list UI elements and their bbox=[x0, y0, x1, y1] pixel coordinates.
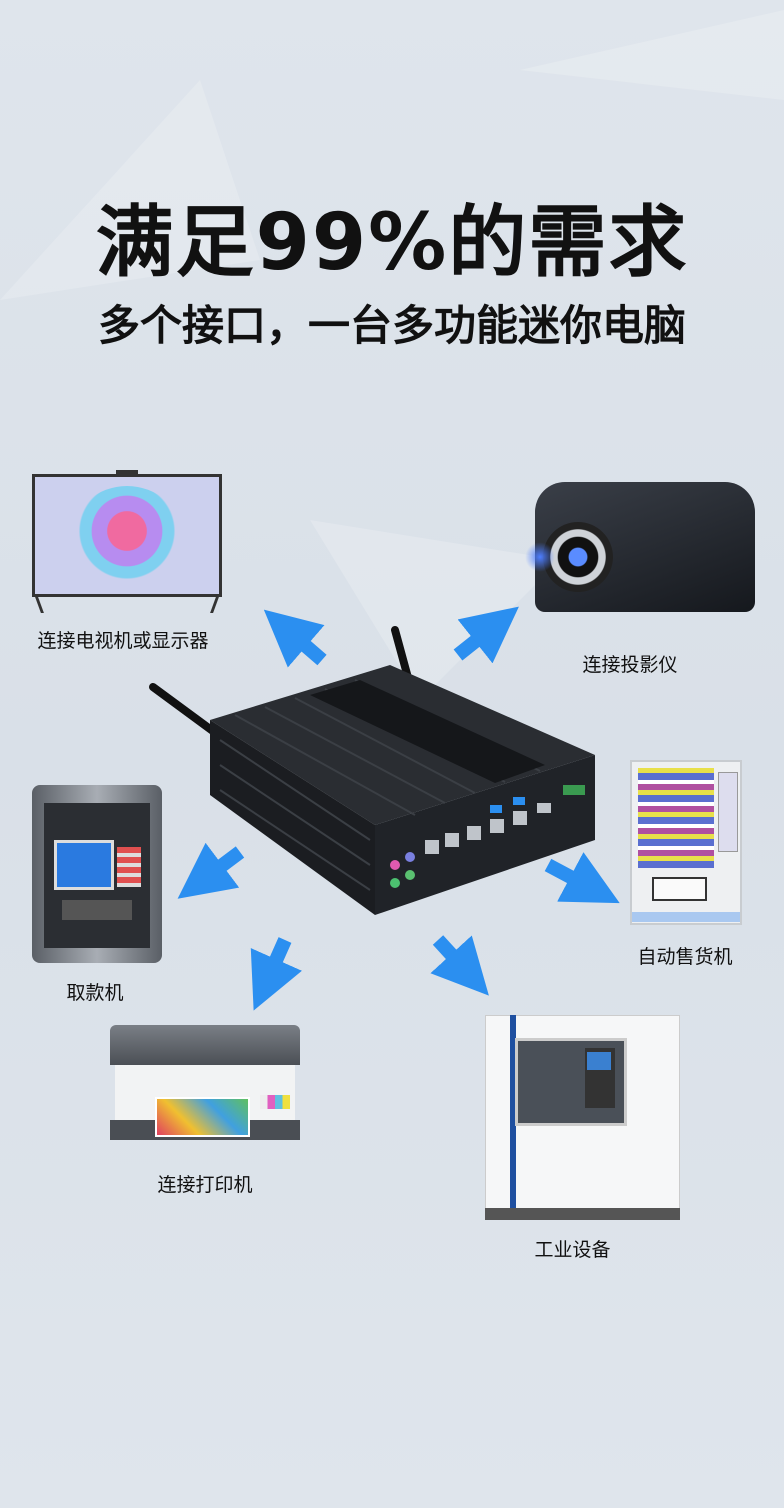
page-title: 满足99%的需求 bbox=[95, 198, 689, 288]
printer-image bbox=[110, 1025, 300, 1150]
projector-image bbox=[525, 482, 755, 627]
atm-image bbox=[32, 785, 162, 963]
industrial-label: 工业设备 bbox=[534, 1239, 611, 1261]
mini-pc-image bbox=[149, 626, 595, 915]
vending-machine-image bbox=[630, 760, 742, 925]
printer-label: 连接打印机 bbox=[157, 1174, 253, 1196]
vending-label: 自动售货机 bbox=[637, 946, 733, 968]
tv-label: 连接电视机或显示器 bbox=[37, 630, 209, 652]
projector-label: 连接投影仪 bbox=[582, 654, 678, 676]
tv-image bbox=[32, 470, 222, 615]
industrial-equipment-image bbox=[485, 1000, 680, 1222]
atm-label: 取款机 bbox=[66, 982, 124, 1004]
page-subtitle: 多个接口，一台多功能迷你电脑 bbox=[97, 301, 686, 350]
